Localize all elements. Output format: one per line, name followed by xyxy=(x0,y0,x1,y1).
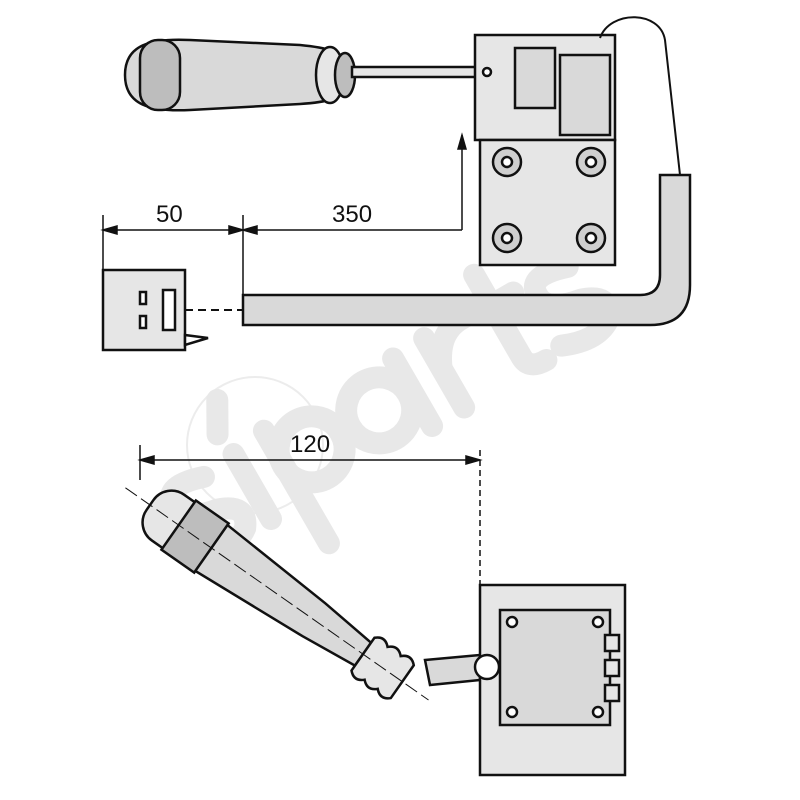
top-dimension-lines xyxy=(100,132,467,295)
cable-tube xyxy=(241,173,692,327)
bottom-switch-housing xyxy=(473,583,627,777)
top-lever-handle xyxy=(123,38,479,112)
dimension-350: 350 xyxy=(332,201,372,228)
dimension-120: 120 xyxy=(290,431,330,458)
wire xyxy=(599,16,681,176)
connector-plug xyxy=(101,268,209,352)
bottom-dimension-line xyxy=(137,445,483,585)
bottom-lever-handle xyxy=(125,487,429,701)
dimension-50: 50 xyxy=(156,201,183,228)
top-switch-body xyxy=(473,33,617,142)
top-mounting-plate xyxy=(478,138,617,267)
